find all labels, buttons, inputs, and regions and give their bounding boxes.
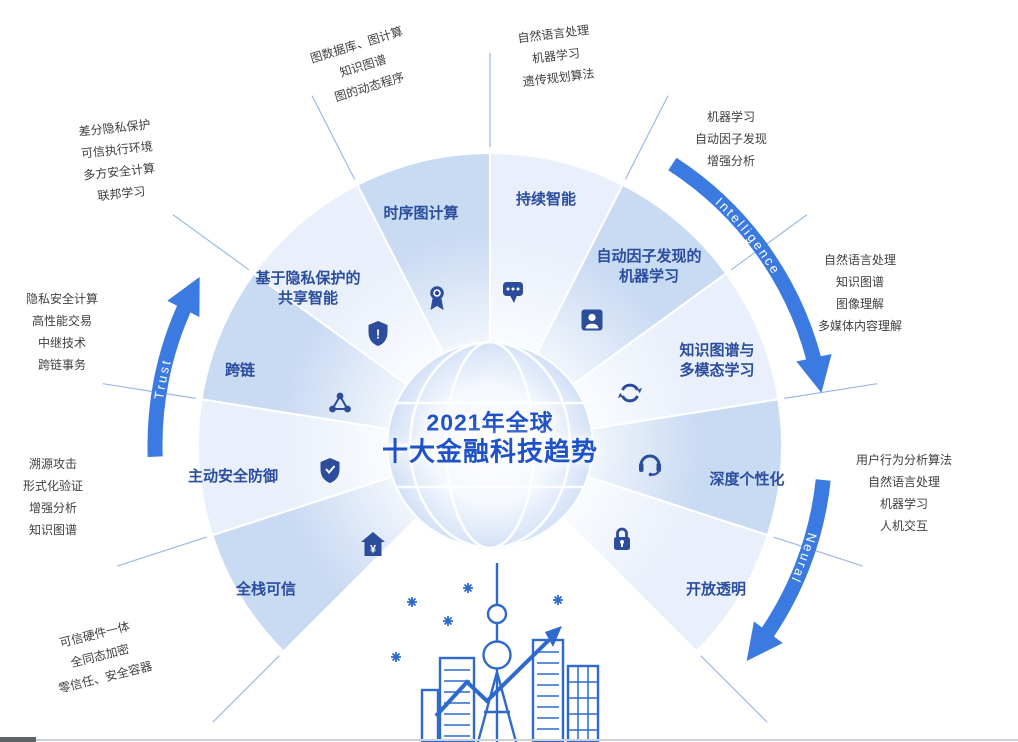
chat-icon bbox=[503, 282, 523, 303]
globe-icon bbox=[386, 341, 594, 549]
privacy-shield-icon: ! bbox=[368, 321, 388, 346]
annotation-line: 知识图谱 bbox=[28, 523, 78, 537]
annotation-connector-line bbox=[172, 214, 250, 271]
annotation-connector-line bbox=[730, 214, 808, 271]
segment-temporal-graph-computing: 时序图计算 bbox=[383, 205, 459, 222]
annotation-line: 增强分析 bbox=[706, 154, 756, 168]
annotation-connector-line bbox=[102, 383, 196, 399]
icon-layer: ¥ ! bbox=[320, 282, 661, 556]
annotation-auto-factor-discovery: 机器学习 自动因子发现 增强分析 bbox=[695, 106, 767, 172]
annotation-line: 机器学习 bbox=[706, 110, 756, 124]
segment-full-stack-trust: 全栈可信 bbox=[235, 581, 297, 598]
segment-active-defense: 主动安全防御 bbox=[187, 468, 279, 485]
segment-open-transparency: 开放透明 bbox=[685, 581, 747, 598]
segment-continuous-intelligence: 持续智能 bbox=[515, 191, 577, 208]
annotation-connector-line bbox=[311, 95, 356, 180]
home-yen-icon: ¥ bbox=[361, 532, 385, 556]
neural-arc-label: Neural bbox=[788, 531, 818, 586]
annotation-connector-line bbox=[212, 655, 280, 723]
bottom-border bbox=[0, 739, 1018, 741]
annotation-line: 人机交互 bbox=[879, 519, 929, 533]
connector-lines bbox=[102, 53, 878, 723]
annotation-line: 高性能交易 bbox=[31, 314, 93, 328]
svg-text:Neural: Neural bbox=[788, 531, 820, 586]
bottom-left-mark bbox=[0, 737, 36, 742]
annotation-line: 图像理解 bbox=[835, 297, 885, 311]
page-title: 2021年全球 十大金融科技趋势 bbox=[382, 409, 598, 468]
trust-arc-arrow bbox=[147, 276, 200, 457]
segment-auto-factor-ml: 自动因子发现的 机器学习 bbox=[596, 248, 702, 285]
annotation-line: 机器学习 bbox=[879, 497, 929, 511]
annotation-user-behavior: 用户行为分析算法 自然语言处理 机器学习 人机交互 bbox=[856, 449, 952, 537]
annotation-line: 用户行为分析算法 bbox=[855, 453, 953, 467]
growth-arrow-icon bbox=[434, 626, 562, 718]
network-icon bbox=[329, 392, 351, 413]
annotation-cross-chain-tech: 隐私安全计算 高性能交易 中继技术 跨链事务 bbox=[26, 288, 98, 376]
annotation-multimodal-understanding: 自然语言处理 知识图谱 图像理解 多媒体内容理解 bbox=[818, 249, 902, 337]
pearl-tower-illustration bbox=[476, 563, 518, 742]
annotation-line: 中继技术 bbox=[37, 336, 87, 350]
segment-knowledge-graph-multimodal: 知识图谱与 多模态学习 bbox=[679, 342, 755, 379]
annotation-line: 多媒体内容理解 bbox=[817, 319, 903, 333]
svg-text:¥: ¥ bbox=[370, 544, 377, 556]
annotation-line: 增强分析 bbox=[28, 501, 78, 515]
svg-text:Trust: Trust bbox=[151, 356, 174, 400]
svg-text:!: ! bbox=[376, 327, 380, 342]
annotation-line: 隐私安全计算 bbox=[25, 292, 99, 306]
segment-deep-personalization: 深度个性化 bbox=[709, 471, 785, 488]
intelligence-arc-arrow bbox=[668, 157, 832, 393]
annotation-line: 自然语言处理 bbox=[823, 253, 897, 267]
annotation-line: 形式化验证 bbox=[22, 479, 84, 493]
person-icon bbox=[581, 309, 603, 331]
annotation-privacy-protection: 差分隐私保护 可信执行环境 多方安全计算 联邦学习 bbox=[78, 113, 159, 208]
annotation-security-defense: 溯源攻击 形式化验证 增强分析 知识图谱 bbox=[23, 453, 83, 541]
trust-arc-label: Trust bbox=[151, 356, 171, 400]
medal-icon bbox=[430, 286, 444, 310]
annotation-line: 知识图谱 bbox=[835, 275, 885, 289]
city-illustration bbox=[391, 563, 600, 742]
sparkle-icons bbox=[391, 583, 563, 662]
headset-icon bbox=[639, 454, 661, 477]
lock-icon bbox=[614, 527, 630, 550]
annotation-line: 跨链事务 bbox=[37, 358, 87, 372]
annotation-connector-line bbox=[117, 536, 207, 567]
sync-icon bbox=[618, 383, 642, 403]
intelligence-arc-label: Intelligence bbox=[713, 194, 782, 278]
title-line-1: 2021年全球 bbox=[426, 409, 554, 436]
annotation-connector-line bbox=[700, 655, 768, 723]
annotation-nlp-ml: 自然语言处理 机器学习 遗传规划算法 bbox=[516, 19, 596, 93]
annotation-connector-line bbox=[624, 95, 669, 180]
annotation-line: 溯源攻击 bbox=[28, 457, 78, 471]
title-line-2: 十大金融科技趋势 bbox=[381, 436, 599, 467]
segment-cross-chain: 跨链 bbox=[224, 362, 256, 379]
shield-icon bbox=[320, 458, 340, 483]
annotation-line: 自动因子发现 bbox=[694, 132, 768, 146]
annotation-connector-line bbox=[784, 383, 878, 399]
annotation-line: 自然语言处理 bbox=[867, 475, 941, 489]
segment-privacy-shared-intelligence: 基于隐私保护的 共享智能 bbox=[255, 270, 361, 307]
annotation-connector-line bbox=[773, 536, 863, 567]
neural-arc-arrow bbox=[746, 479, 831, 661]
svg-text:Intelligence: Intelligence bbox=[713, 194, 785, 278]
